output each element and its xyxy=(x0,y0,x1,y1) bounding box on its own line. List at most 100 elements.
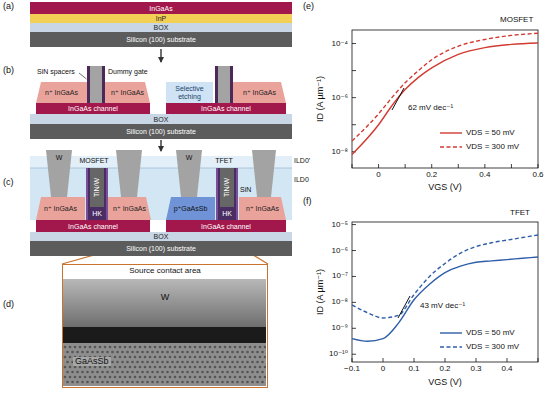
slope-annotation: 62 mV dec⁻¹ xyxy=(408,104,453,112)
y-tick-label: 10⁻⁴ xyxy=(331,40,348,48)
lattice-dot xyxy=(186,361,189,364)
contact-plug: W xyxy=(176,150,202,197)
lattice-dot xyxy=(189,376,192,379)
lattice-dot xyxy=(249,376,252,379)
lattice-dot xyxy=(211,361,214,364)
lattice-dot xyxy=(71,371,74,374)
lattice-dot xyxy=(174,366,177,369)
spacer xyxy=(102,66,105,103)
lattice-dot xyxy=(191,361,194,364)
lattice-dot xyxy=(164,356,167,359)
lattice-dot xyxy=(159,346,162,349)
tem-image: Source contact areaWGaAsSb xyxy=(62,264,268,388)
lattice-dot xyxy=(91,381,94,384)
lattice-dot xyxy=(179,346,182,349)
layer-label: ILD0 xyxy=(294,176,309,183)
spacer xyxy=(230,66,233,103)
x-tick-label: 0.3 xyxy=(470,365,481,373)
y-tick-label: 10⁻⁵ xyxy=(332,221,348,229)
lattice-dot xyxy=(126,351,129,354)
lattice-dot xyxy=(79,346,82,349)
x-tick-label: −0.1 xyxy=(344,365,360,373)
part-label: SiN spacers xyxy=(37,68,75,75)
lattice-dot xyxy=(106,371,109,374)
layer-text: InGaAs channel xyxy=(68,105,118,112)
high-k-wall xyxy=(234,168,236,207)
lattice-dot xyxy=(181,361,184,364)
dummy-gate xyxy=(90,66,102,103)
lattice-dot xyxy=(224,366,227,369)
lattice-dot xyxy=(139,366,142,369)
lattice-dot xyxy=(174,376,177,379)
tick-mark xyxy=(507,358,508,362)
lattice-dot xyxy=(236,371,239,374)
lattice-dot xyxy=(179,356,182,359)
lattice-dot xyxy=(214,376,217,379)
panel-letter: (b) xyxy=(3,66,14,75)
lattice-dot xyxy=(214,366,217,369)
lattice-dot xyxy=(119,366,122,369)
layer-text: n⁺ InGaAs xyxy=(246,205,279,212)
lattice-dot xyxy=(156,361,159,364)
lattice-dot xyxy=(241,381,244,384)
lattice-dot xyxy=(109,346,112,349)
lattice-dot xyxy=(264,346,266,349)
lattice-dot xyxy=(239,346,242,349)
y-tick-label: 10⁻⁹ xyxy=(331,324,348,332)
lattice-dot xyxy=(84,366,87,369)
box-layer: BOX xyxy=(30,232,292,241)
lattice-dot xyxy=(236,351,239,354)
leader-line xyxy=(79,73,87,79)
lattice-dot xyxy=(176,371,179,374)
lattice-dot xyxy=(94,366,97,369)
lattice-dot xyxy=(74,346,77,349)
lattice-dot xyxy=(199,346,202,349)
lattice-dot xyxy=(181,371,184,374)
lattice-dot xyxy=(141,381,144,384)
lattice-dot xyxy=(66,381,69,384)
lattice-dot xyxy=(74,366,77,369)
slope-marker xyxy=(392,88,404,110)
lattice-dot xyxy=(259,356,262,359)
layer-text: BOX xyxy=(154,233,169,240)
lattice-dot xyxy=(99,366,102,369)
lattice-dot xyxy=(131,361,134,364)
lattice-dot xyxy=(116,371,119,374)
lattice-dot xyxy=(114,346,117,349)
y-tick-label: 10⁻⁸ xyxy=(332,298,349,306)
tick-mark xyxy=(511,164,512,168)
lattice-dot xyxy=(169,376,172,379)
lattice-dot xyxy=(249,356,252,359)
lattice-dot xyxy=(186,351,189,354)
lattice-dot xyxy=(234,366,237,369)
data-curve xyxy=(352,235,538,318)
lattice-dot xyxy=(151,371,154,374)
y-tick-label: 10⁻¹⁰ xyxy=(329,350,348,358)
lattice-dot xyxy=(231,381,234,384)
plot-axes xyxy=(352,30,538,168)
layer-label: ILD0′ xyxy=(294,157,310,164)
lattice-dot xyxy=(261,371,264,374)
etched-region: Selective etching xyxy=(166,82,213,103)
lattice-dot xyxy=(169,356,172,359)
lattice-dot xyxy=(89,366,92,369)
lattice-dot xyxy=(171,371,174,374)
lattice-dot xyxy=(249,366,252,369)
lattice-dot xyxy=(101,351,104,354)
lattice-dot xyxy=(214,356,217,359)
lattice-dot xyxy=(124,356,127,359)
lattice-dot xyxy=(194,356,197,359)
lattice-dot xyxy=(129,356,132,359)
lattice-dot xyxy=(121,371,124,374)
lattice-dot xyxy=(224,346,227,349)
lattice-dot xyxy=(216,371,219,374)
drain-mesa: n⁺ InGaAs xyxy=(239,197,286,220)
lattice-dot xyxy=(261,381,264,384)
ild-layer xyxy=(30,168,292,220)
lattice-dot xyxy=(106,381,109,384)
tick-mark xyxy=(405,164,406,168)
tick-mark xyxy=(352,358,353,362)
lattice-dot xyxy=(219,366,222,369)
lattice-dot xyxy=(84,346,87,349)
